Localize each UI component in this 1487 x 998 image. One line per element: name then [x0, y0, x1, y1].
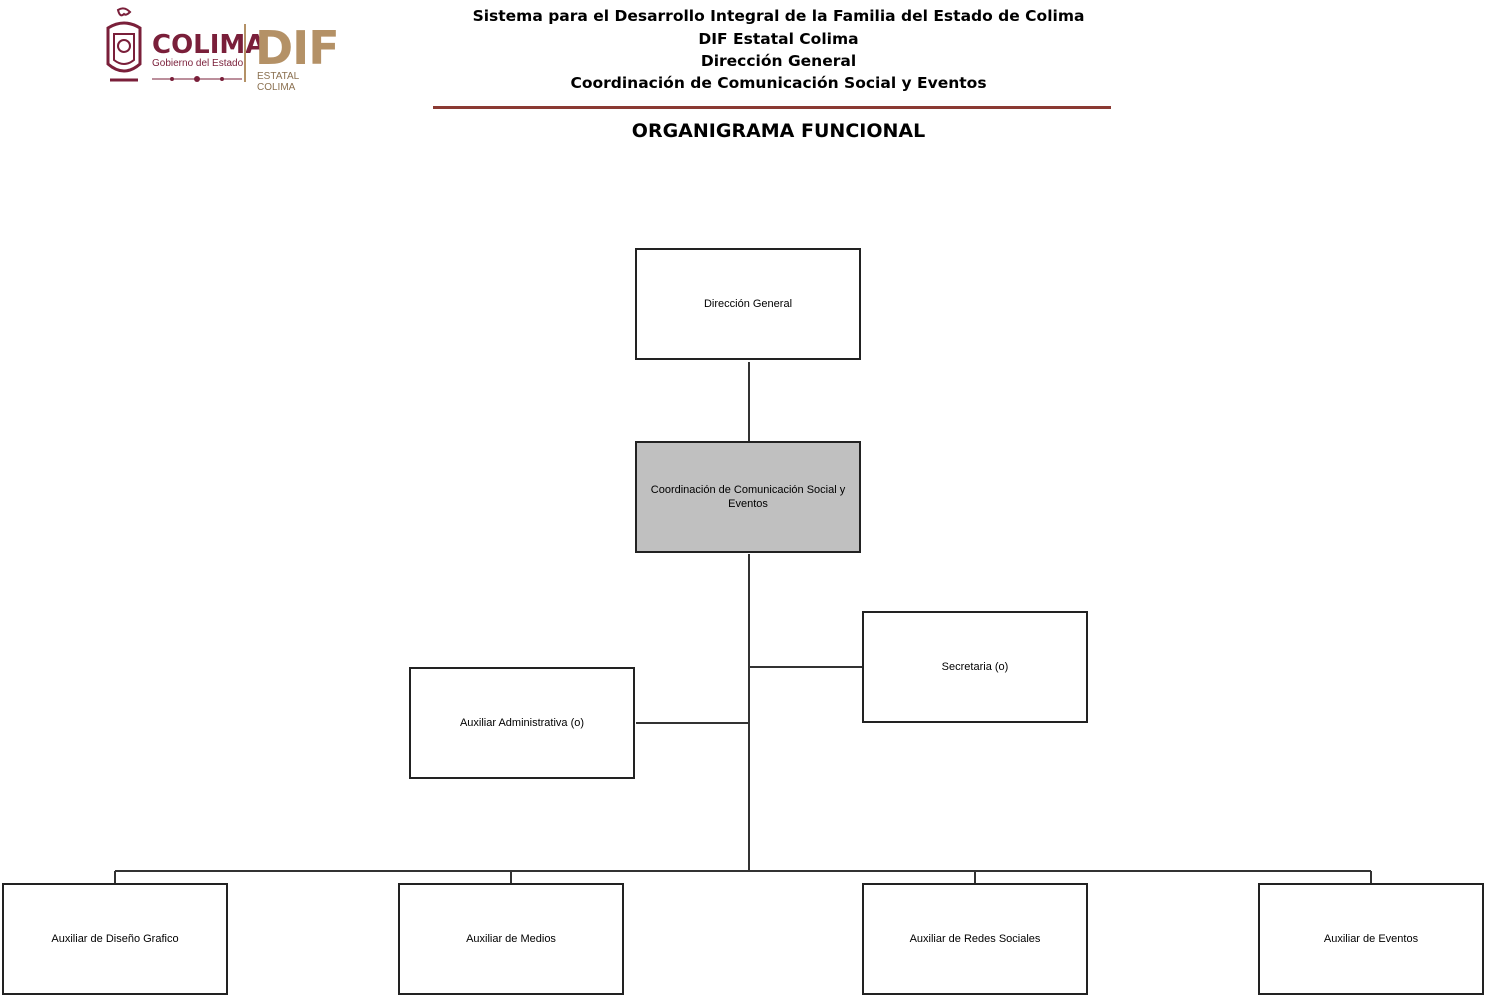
label-auxiliar-redes: Auxiliar de Redes Sociales	[909, 933, 1041, 945]
label-auxiliar-eventos: Auxiliar de Eventos	[1323, 933, 1419, 945]
box-direccion-general: Dirección General	[635, 248, 861, 360]
header-dif: DIF Estatal Colima	[698, 30, 859, 48]
box-secretaria: Secretaria (o)	[862, 611, 1088, 723]
logo-colima-text: COLIMA	[152, 30, 266, 60]
header-institution: Sistema para el Desarrollo Integral de l…	[472, 7, 1085, 25]
logo-dif-text: DIF	[255, 21, 340, 75]
label-secretaria: Secretaria (o)	[941, 661, 1009, 673]
colima-shield-icon	[106, 7, 142, 82]
box-auxiliar-eventos: Auxiliar de Eventos	[1258, 883, 1484, 995]
header-rule	[433, 106, 1111, 109]
label-auxiliar-medios: Auxiliar de Medios	[466, 933, 556, 945]
label-coordinacion: Coordinación de Comunicación Social y Ev…	[650, 484, 846, 510]
label-auxiliar-administrativa: Auxiliar Administrativa (o)	[459, 717, 585, 729]
logo-separator	[244, 24, 246, 82]
logo-estatal-text: ESTATAL COLIMA	[257, 71, 299, 93]
ornament-icon	[152, 76, 242, 82]
box-auxiliar-administrativa: Auxiliar Administrativa (o)	[409, 667, 635, 779]
header-coordinacion: Coordinación de Comunicación Social y Ev…	[570, 74, 987, 92]
header-direccion: Dirección General	[700, 52, 857, 70]
box-coordinacion: Coordinación de Comunicación Social y Ev…	[635, 441, 861, 553]
box-auxiliar-redes: Auxiliar de Redes Sociales	[862, 883, 1088, 995]
label-auxiliar-diseno: Auxiliar de Diseño Grafico	[51, 933, 179, 945]
box-auxiliar-medios: Auxiliar de Medios	[398, 883, 624, 995]
box-auxiliar-diseno: Auxiliar de Diseño Grafico	[2, 883, 228, 995]
page-title: ORGANIGRAMA FUNCIONAL	[631, 120, 926, 142]
colima-dif-logo: COLIMA Gobierno del Estado DIF ESTATAL C…	[100, 6, 340, 93]
logo-gobierno-text: Gobierno del Estado	[152, 58, 244, 69]
label-direccion-general: Dirección General	[703, 298, 793, 310]
